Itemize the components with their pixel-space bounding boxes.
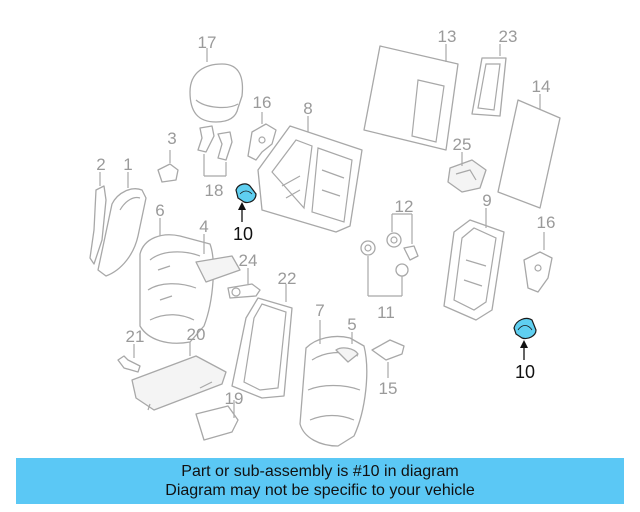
info-banner: Part or sub-assembly is #10 in diagram D… — [16, 458, 624, 504]
part-21-bolt — [117, 344, 141, 373]
part-17-headrest — [189, 48, 244, 123]
banner-line-2: Diagram may not be specific to your vehi… — [165, 482, 475, 499]
part-18-guides — [197, 125, 233, 177]
part-9-back-frame-right — [443, 208, 505, 321]
label-17: 17 — [198, 33, 217, 52]
part-2-trim — [89, 172, 107, 265]
label-10-upper: 10 — [233, 224, 253, 244]
label-18: 18 — [205, 181, 224, 200]
part-20-board — [131, 342, 227, 411]
label-5: 5 — [347, 315, 356, 334]
part-1-bolster — [97, 172, 147, 277]
banner-line-1: Part or sub-assembly is #10 in diagram — [181, 463, 459, 480]
label-23: 23 — [499, 27, 518, 46]
label-3: 3 — [167, 129, 176, 148]
part-10-highlighted-lower — [513, 317, 537, 360]
part-8-back-frame — [257, 116, 363, 233]
label-22: 22 — [278, 269, 297, 288]
label-1: 1 — [123, 155, 132, 174]
part-25-latch — [447, 152, 487, 193]
part-15-bracket — [371, 339, 405, 378]
label-6: 6 — [155, 201, 164, 220]
label-11: 11 — [377, 303, 395, 322]
label-12: 12 — [395, 197, 414, 216]
part-6-4-back-cushion — [139, 218, 241, 344]
label-19: 19 — [225, 389, 244, 408]
part-14-panel-right — [497, 94, 561, 209]
part-19-tray — [195, 400, 239, 441]
part-24-latch — [227, 268, 261, 299]
label-25: 25 — [453, 135, 472, 154]
label-7: 7 — [315, 301, 324, 320]
part-13-back-panel — [363, 44, 459, 151]
label-8: 8 — [303, 99, 312, 118]
part-10-highlighted-upper — [235, 183, 257, 222]
label-24: 24 — [239, 251, 258, 270]
label-15: 15 — [379, 379, 398, 398]
part-7-5-back-cushion — [299, 320, 368, 447]
part-16-bracket-right — [523, 232, 553, 293]
part-12-11-fasteners — [360, 213, 419, 297]
label-13: 13 — [438, 27, 457, 46]
label-10-lower: 10 — [515, 362, 535, 382]
parts-diagram: 17 16 8 3 2 1 18 6 4 10 24 22 7 5 21 20 … — [89, 27, 561, 447]
label-21: 21 — [126, 327, 145, 346]
label-20: 20 — [187, 325, 206, 344]
label-9: 9 — [482, 191, 491, 210]
part-16-bracket-left — [247, 112, 277, 161]
label-4: 4 — [199, 217, 208, 236]
label-16-right: 16 — [537, 213, 556, 232]
part-3-clip — [157, 150, 179, 183]
label-14: 14 — [532, 77, 551, 96]
label-2: 2 — [96, 155, 105, 174]
part-22-panel — [231, 284, 293, 399]
part-23-pad — [471, 44, 507, 117]
label-16-left: 16 — [253, 93, 272, 112]
